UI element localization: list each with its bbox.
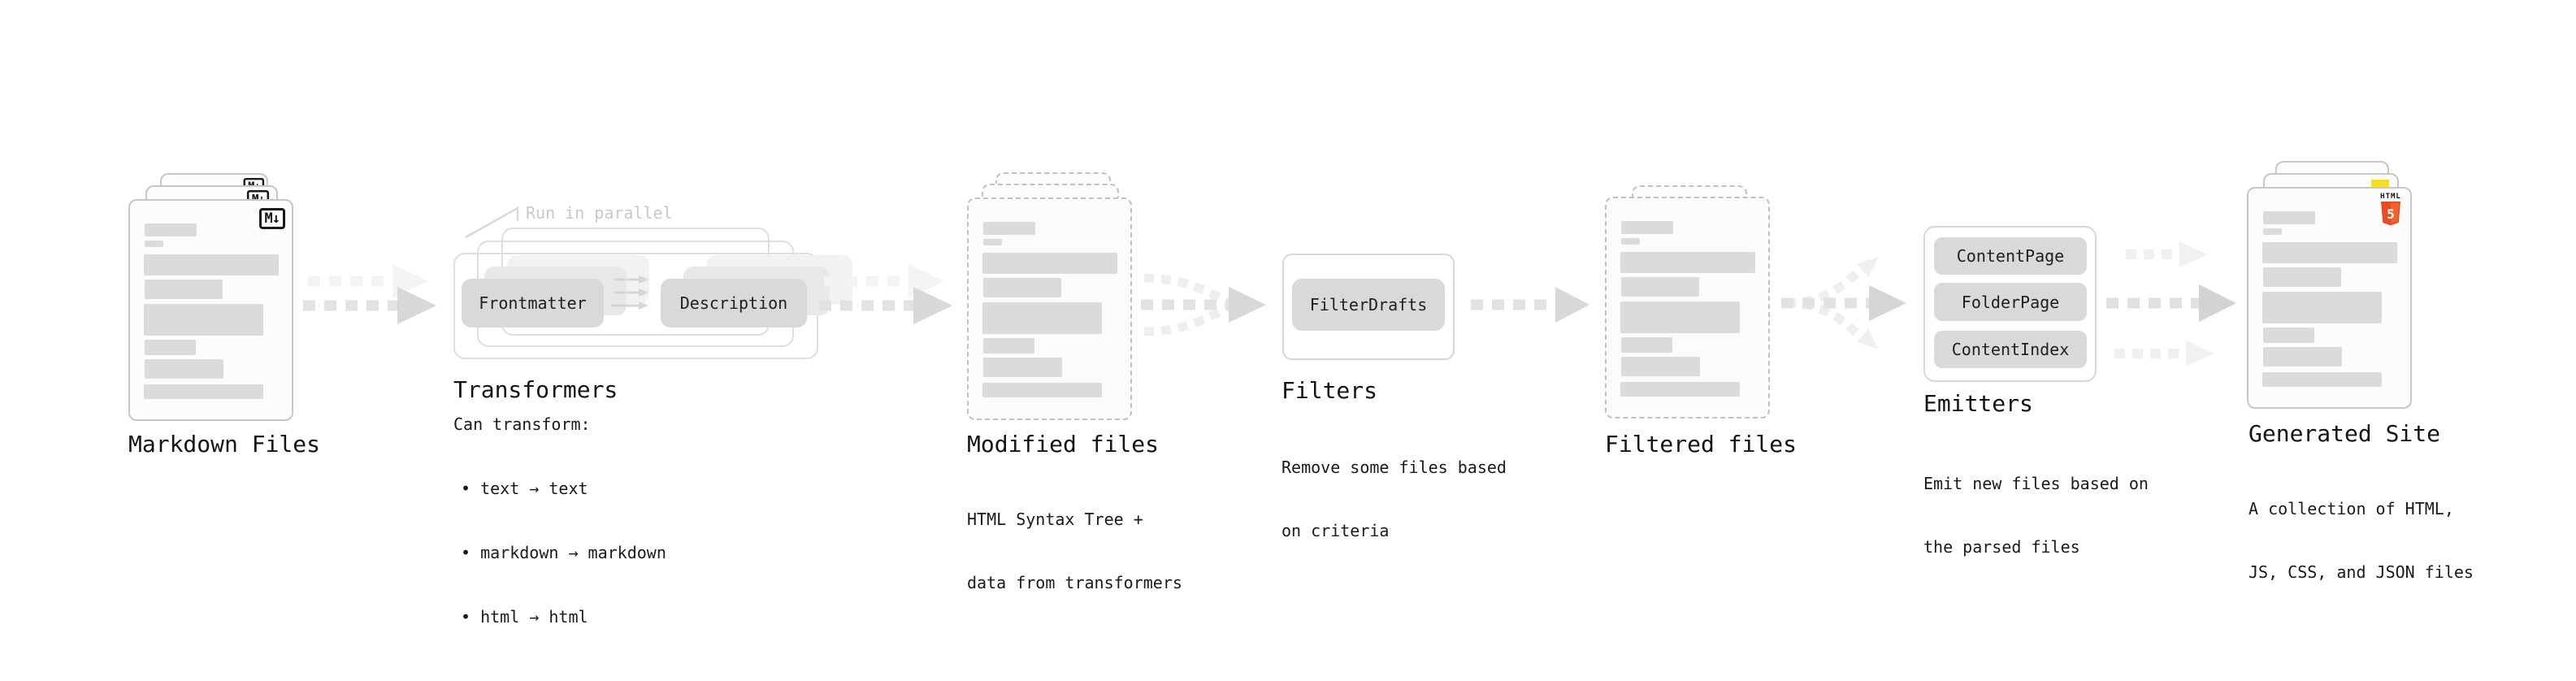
annotation-leader-line [465, 206, 519, 239]
note-line: Remove some files based [1281, 458, 1507, 477]
stage-label-modified-files: Modified files [967, 431, 1160, 458]
transformer-box-description: Description [661, 279, 807, 327]
stage-label-transformers: Transformers [453, 376, 618, 403]
modified-file-card [967, 197, 1132, 420]
emitter-box-folderpage: FolderPage [1934, 283, 2087, 321]
note-line: data from transformers [967, 573, 1182, 592]
emitter-box-contentindex: ContentIndex [1934, 331, 2087, 368]
filters-note: Remove some files based on criteria [1281, 414, 1507, 583]
transformers-note: Can transform: [453, 414, 591, 434]
note-line: Emit new files based on [1923, 474, 2149, 493]
markdown-file-icon: M↓ [258, 208, 285, 229]
bullet-item: • markdown → markdown [461, 543, 666, 562]
generated-file-card: HTML 5 [2247, 187, 2412, 409]
note-line: the parsed files [1923, 537, 2080, 557]
note-line: A collection of HTML, [2249, 499, 2454, 518]
transformer-box-frontmatter: Frontmatter [462, 279, 604, 327]
svg-text:5: 5 [2387, 206, 2395, 222]
flow-arrow-icon [819, 264, 952, 324]
modified-files-note: HTML Syntax Tree + data from transformer… [967, 466, 1182, 635]
stage-label-markdown-files: Markdown Files [128, 431, 321, 458]
markdown-file-card: M↓ [128, 199, 293, 421]
stage-label-filters: Filters [1281, 377, 1378, 404]
bullet-item: • text → text [461, 479, 588, 498]
fanout-arrow-icon [1781, 257, 1906, 349]
html5-shield-icon: 5 [2381, 202, 2400, 226]
flow-arrow-icon [303, 264, 436, 324]
note-line: on criteria [1281, 521, 1390, 540]
filtered-file-card [1605, 197, 1770, 419]
filter-box-filterdrafts: FilterDrafts [1292, 279, 1445, 331]
stage-label-filtered-files: Filtered files [1605, 431, 1798, 458]
mini-parallel-arrows-icon [611, 275, 648, 310]
bullet-item: • html → html [461, 607, 588, 627]
stage-label-generated-site: Generated Site [2249, 420, 2441, 447]
emitter-box-contentpage: ContentPage [1934, 237, 2087, 275]
generated-site-note: A collection of HTML, JS, CSS, and JSON … [2249, 456, 2474, 625]
merge-arrow-icon [1141, 273, 1266, 336]
stage-label-emitters: Emitters [1923, 390, 2033, 417]
note-line: JS, CSS, and JSON files [2249, 562, 2474, 582]
transformers-bullet-list: • text → text • markdown → markdown • ht… [461, 436, 666, 670]
note-line: HTML Syntax Tree + [967, 510, 1143, 529]
parallel-arrows-icon [2106, 241, 2236, 367]
run-in-parallel-annotation: Run in parallel [526, 203, 673, 223]
flow-arrow-icon [1471, 287, 1589, 323]
emitters-note: Emit new files based on the parsed files [1923, 431, 2149, 600]
html5-logo-word: HTML [2380, 193, 2401, 201]
html5-logo-icon: HTML 5 [2377, 193, 2405, 226]
